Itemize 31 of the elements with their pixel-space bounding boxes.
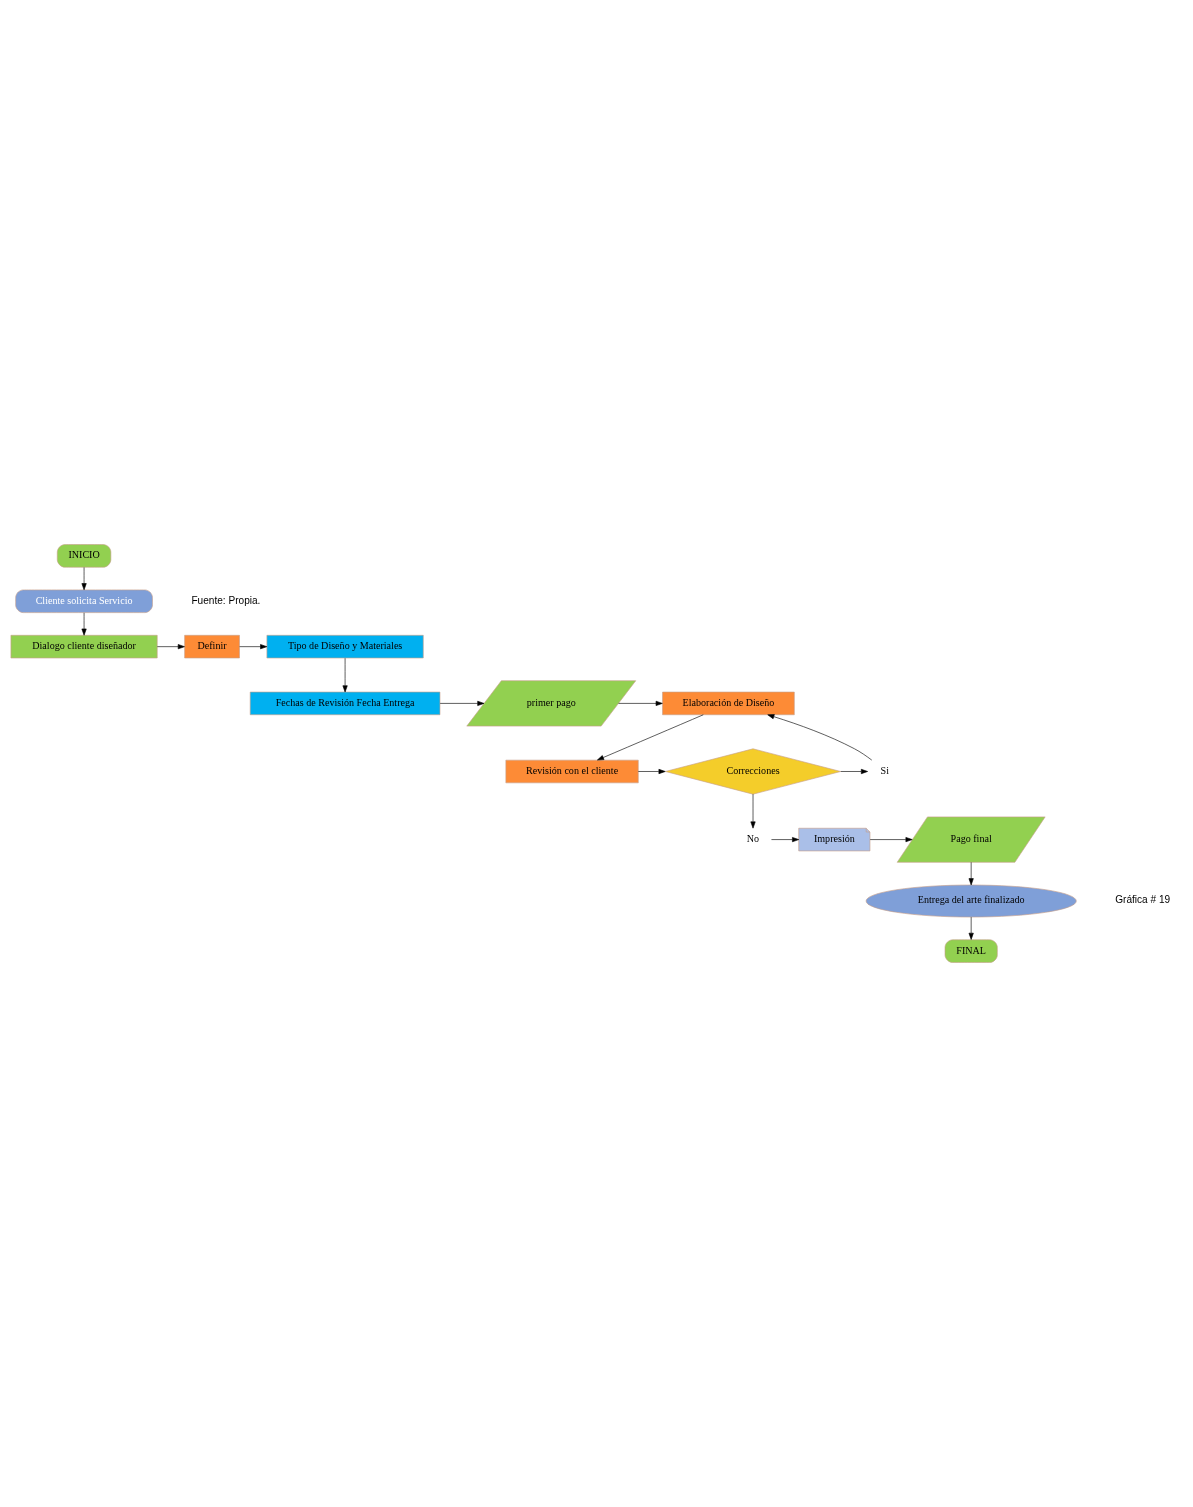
arrow bbox=[157, 644, 185, 650]
node-box: INICIO bbox=[56, 544, 112, 568]
arrow bbox=[439, 700, 485, 706]
node-box: Fechas de Revisión Fecha Entrega bbox=[249, 691, 441, 716]
node-box: Definir bbox=[184, 635, 240, 659]
node-box: Dialogo cliente diseñador bbox=[10, 635, 158, 659]
label: Gráfica # 19 bbox=[1115, 894, 1171, 906]
arrow bbox=[968, 861, 974, 886]
node-box: Revisión con el cliente bbox=[505, 759, 639, 784]
node-box: FINAL bbox=[944, 939, 998, 963]
arrow bbox=[840, 768, 868, 774]
arrow bbox=[239, 644, 268, 650]
node-box: Tipo de Diseño y Materiales bbox=[266, 635, 424, 659]
node-box: Cliente solicita Servicio bbox=[15, 589, 153, 613]
arrow bbox=[342, 657, 348, 693]
node-text: Si bbox=[880, 764, 889, 776]
arrow bbox=[638, 768, 666, 774]
label: Fuente: Propia. bbox=[191, 594, 261, 606]
arrow bbox=[968, 916, 974, 940]
arrow bbox=[767, 714, 873, 761]
arrow bbox=[81, 567, 87, 591]
arrow bbox=[771, 837, 800, 843]
arrow bbox=[750, 793, 756, 829]
node-text: No bbox=[746, 832, 760, 844]
arrow bbox=[618, 700, 663, 706]
arrow bbox=[81, 612, 87, 636]
node-ellipse: Entrega del arte finalizado bbox=[865, 884, 1077, 918]
node-box: Elaboración de Diseño bbox=[662, 691, 795, 716]
arrow bbox=[597, 714, 704, 761]
node-diamond: Correcciones bbox=[665, 748, 841, 795]
arrow bbox=[869, 837, 913, 843]
